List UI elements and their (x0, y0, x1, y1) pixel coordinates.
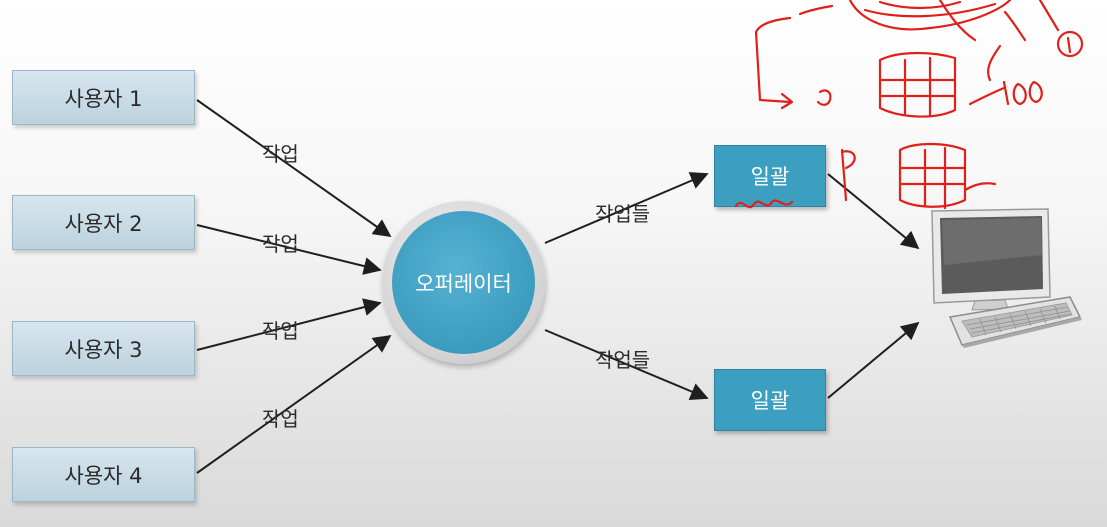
arrow-user1-operator (196, 99, 392, 238)
arrow-batch2-computer (827, 321, 920, 399)
user-box-3: 사용자 3 (12, 321, 195, 376)
arrow-user2-operator (196, 224, 382, 275)
arrow-user3-operator (196, 298, 382, 351)
batch-box-2: 일괄 (714, 369, 826, 431)
operator-label: 오퍼레이터 (415, 271, 512, 296)
user-label: 사용자 3 (64, 337, 143, 362)
batch-label: 일괄 (750, 165, 790, 189)
user-label: 사용자 4 (64, 463, 143, 488)
arrow-operator-batch1 (544, 172, 709, 244)
batch-label: 일괄 (750, 389, 790, 413)
edge-label-jobs-1: 작업들 (595, 202, 651, 226)
edge-label-job-3: 작업 (262, 319, 299, 343)
edge-label-job-1: 작업 (262, 142, 299, 166)
operator-node: 오퍼레이터 (382, 201, 545, 364)
edge-label-job-4: 작업 (262, 407, 299, 431)
user-box-1: 사용자 1 (12, 70, 195, 125)
arrow-user4-operator (196, 334, 392, 474)
operator-inner: 오퍼레이터 (392, 211, 535, 354)
batch-box-1: 일괄 (714, 145, 826, 207)
user-label: 사용자 2 (64, 211, 143, 236)
arrow-operator-batch2 (544, 329, 709, 401)
user-box-4: 사용자 4 (12, 447, 195, 502)
arrow-batch1-computer (827, 173, 920, 250)
computer-icon (931, 208, 1082, 348)
edge-label-job-2: 작업 (262, 232, 299, 256)
user-label: 사용자 1 (64, 86, 143, 111)
keyboard-icon (948, 296, 1082, 348)
user-box-2: 사용자 2 (12, 195, 195, 250)
edge-label-jobs-2: 작업들 (595, 348, 651, 372)
